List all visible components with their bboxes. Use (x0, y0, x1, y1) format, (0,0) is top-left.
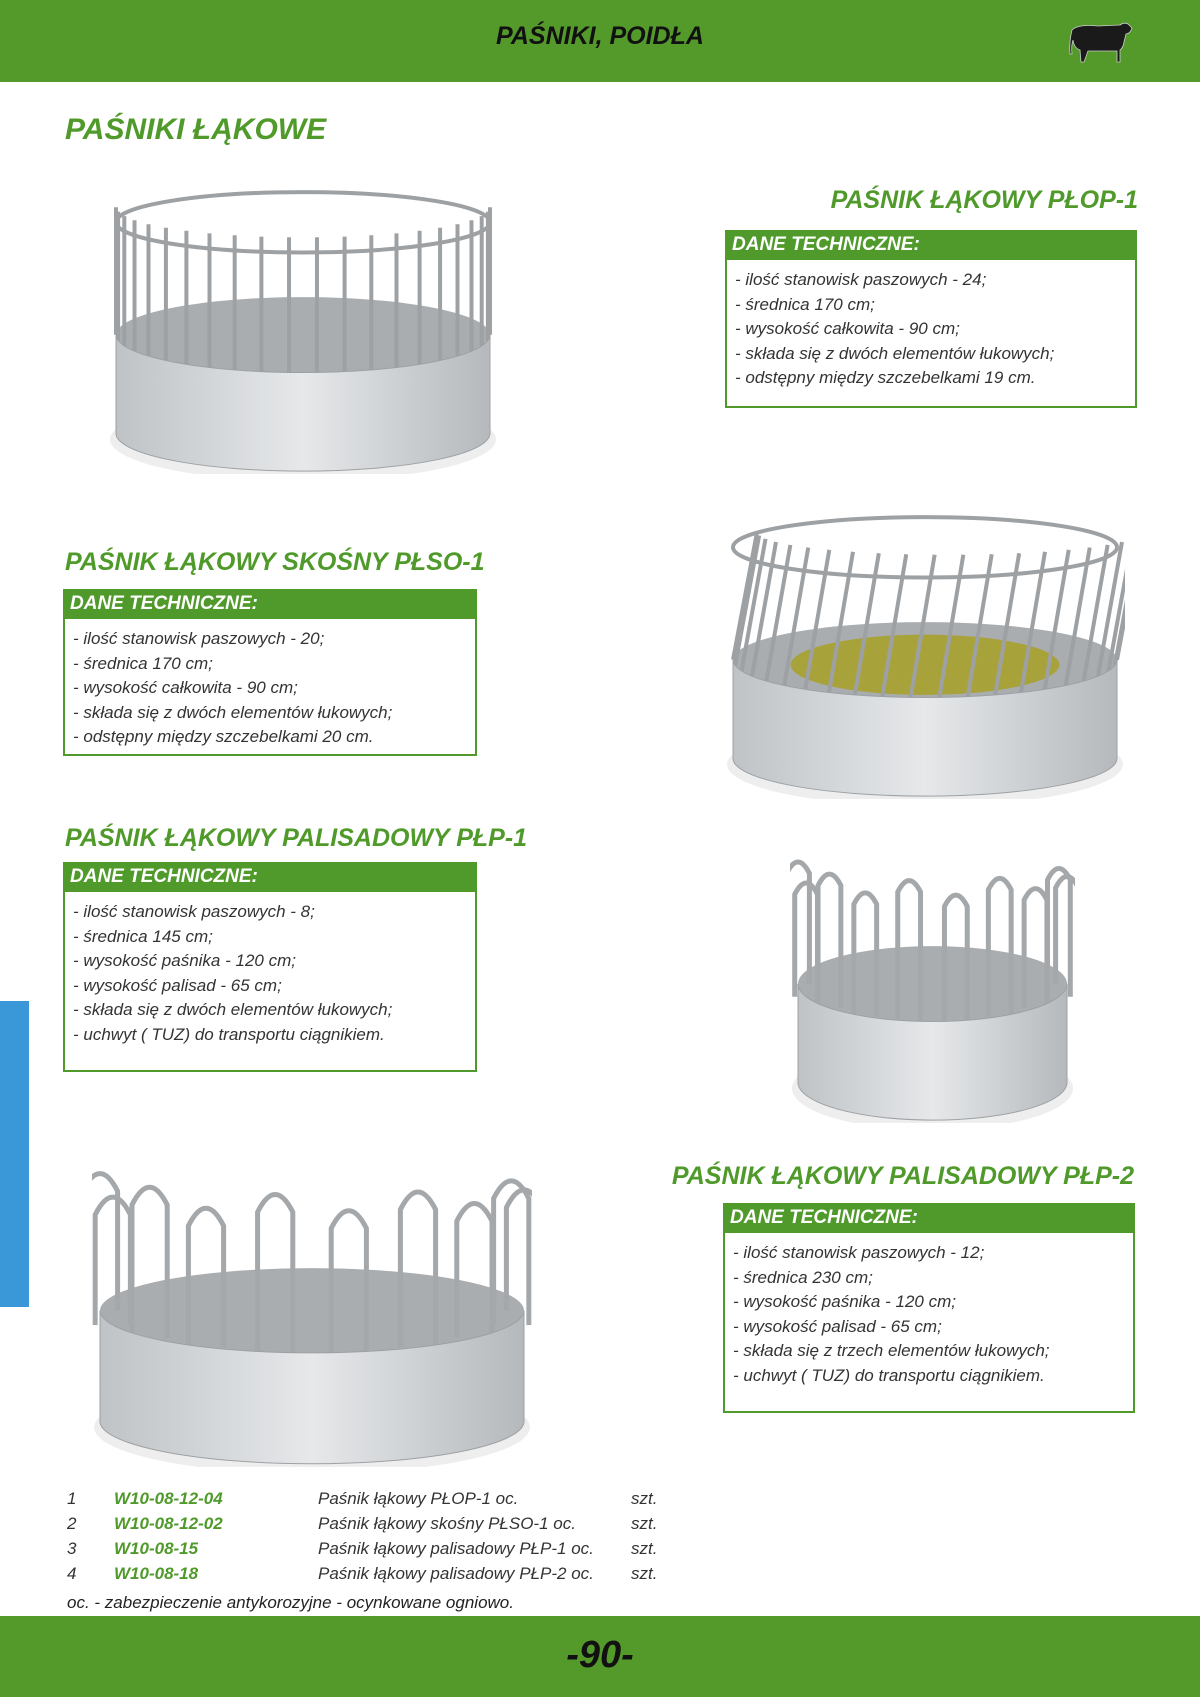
spec-header: DANE TECHNICZNE: (65, 591, 475, 619)
spec-item: - ilość stanowisk paszowych - 20; (73, 629, 325, 648)
row-number: 1 (67, 1489, 77, 1508)
spec-item: - składa się z dwóch elementów łukowych; (73, 1000, 393, 1019)
page-header: PAŚNIKI, POIDŁA (0, 0, 1200, 82)
spec-item: - uchwyt ( TUZ) do transportu ciągnikiem… (73, 1024, 385, 1044)
spec-item: - wysokość całkowita - 90 cm; (73, 678, 298, 697)
header-title: PAŚNIKI, POIDŁA (496, 22, 704, 50)
spec-list: - ilość stanowisk paszowych - 24; - średn… (727, 260, 1135, 399)
spec-item: - składa się z dwóch elementów łukowych; (735, 343, 1055, 363)
spec-item: - wysokość palisad - 65 cm; (73, 975, 282, 995)
spec-item: - ilość stanowisk paszowych - 8; (73, 902, 315, 921)
product-table: 1 W10-08-12-04 Paśnik łąkowy PŁOP-1 oc. szt… (67, 1489, 687, 1589)
feeder-ploP1-image (110, 190, 496, 474)
spec-item: - składa się z dwóch elementów łukowych; (73, 702, 393, 722)
product-code: W10-08-12-04 (114, 1489, 223, 1508)
product-title-plp2: PAŚNIK ŁĄKOWY PALISADOWY PŁP-2 (671, 1162, 1134, 1190)
spec-box-plp1: DANE TECHNICZNE: - ilość stanowisk paszo… (63, 862, 477, 1072)
unit: szt. (631, 1489, 658, 1508)
product-name: Paśnik łąkowy palisadowy PŁP-1 oc. (318, 1539, 594, 1558)
spec-item: - odstępny między szczebelkami 19 cm. (735, 368, 1036, 387)
spec-list: - ilość stanowisk paszowych - 20; - średn… (65, 619, 475, 758)
spec-item: - uchwyt ( TUZ) do transportu ciągnikiem… (733, 1365, 1045, 1385)
spec-box-plop1: DANE TECHNICZNE: - ilość stanowisk paszo… (725, 230, 1137, 408)
spec-item: - wysokość paśnika - 120 cm; (73, 951, 296, 970)
feeder-plp1-image (790, 859, 1075, 1123)
table-row: 4 W10-08-18 Paśnik łąkowy palisadowy PŁP-2… (67, 1564, 687, 1589)
table-row: 1 W10-08-12-04 Paśnik łąkowy PŁOP-1 oc. szt… (67, 1489, 687, 1514)
page-number: -90- (566, 1634, 634, 1676)
spec-item: - ilość stanowisk paszowych - 24; (735, 270, 987, 289)
row-number: 4 (67, 1564, 77, 1583)
row-number: 3 (67, 1539, 77, 1558)
product-name: Paśnik łąkowy PŁOP-1 oc. (318, 1489, 519, 1508)
spec-box-plp2: DANE TECHNICZNE: - ilość stanowisk paszo… (723, 1203, 1135, 1413)
spec-header: DANE TECHNICZNE: (65, 864, 475, 892)
spec-item: - składa się z trzech elementów łukowych… (733, 1341, 1050, 1360)
table-row: 3 W10-08-15 Paśnik łąkowy palisadowy PŁP-1… (67, 1539, 687, 1564)
spec-item: - średnica 170 cm; (735, 294, 875, 314)
product-title-plp1: PAŚNIK ŁĄKOWY PALISADOWY PŁP-1 (65, 824, 528, 852)
unit: szt. (631, 1564, 658, 1583)
spec-item: - średnica 230 cm; (733, 1267, 873, 1287)
table-row: 2 W10-08-12-02 Paśnik łąkowy skośny PŁSO-1… (67, 1514, 687, 1539)
product-name: Paśnik łąkowy skośny PŁSO-1 oc. (318, 1514, 576, 1533)
spec-item: - odstępny między szczebelkami 20 cm. (73, 727, 374, 746)
product-title-plop1: PAŚNIK ŁĄKOWY PŁOP-1 (830, 186, 1138, 214)
spec-header: DANE TECHNICZNE: (725, 1205, 1133, 1233)
spec-list: - ilość stanowisk paszowych - 8; - średni… (65, 892, 475, 1055)
product-title-plso1: PAŚNIK ŁĄKOWY SKOŚNY PŁSO-1 (65, 548, 485, 576)
spec-item: - wysokość paśnika - 120 cm; (733, 1292, 956, 1311)
feeder-plp2-image (92, 1171, 532, 1467)
spec-item: - ilość stanowisk paszowych - 12; (733, 1243, 985, 1262)
spec-item: - średnica 170 cm; (73, 653, 213, 673)
product-code: W10-08-18 (114, 1564, 199, 1583)
page-footer: -90- (0, 1616, 1200, 1697)
spec-item: - wysokość całkowita - 90 cm; (735, 319, 960, 338)
spec-item: - wysokość palisad - 65 cm; (733, 1316, 942, 1336)
spec-item: - średnica 145 cm; (73, 926, 213, 946)
unit: szt. (631, 1539, 658, 1558)
unit: szt. (631, 1514, 658, 1533)
spec-header: DANE TECHNICZNE: (727, 232, 1135, 260)
feeder-plso1-image (727, 515, 1125, 799)
row-number: 2 (67, 1514, 77, 1533)
spec-box-plso1: DANE TECHNICZNE: - ilość stanowisk paszo… (63, 589, 477, 756)
spec-list: - ilość stanowisk paszowych - 12; - średn… (725, 1233, 1133, 1396)
section-title: PAŚNIKI ŁĄKOWE (65, 113, 327, 146)
footnote: oc. - zabezpieczenie antykorozyjne - ocy… (67, 1593, 514, 1612)
cow-icon (1069, 22, 1133, 63)
side-tab (0, 1001, 29, 1307)
product-name: Paśnik łąkowy palisadowy PŁP-2 oc. (318, 1564, 594, 1583)
product-code: W10-08-15 (114, 1539, 199, 1558)
product-code: W10-08-12-02 (114, 1514, 223, 1533)
